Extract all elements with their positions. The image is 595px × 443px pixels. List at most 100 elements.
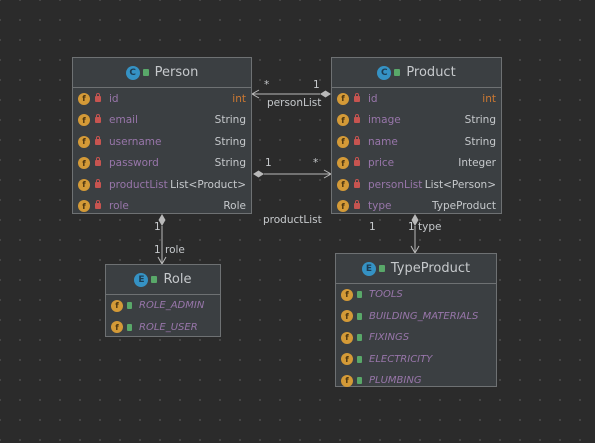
- public-static-icon: [357, 312, 362, 320]
- private-lock-icon: [354, 92, 360, 102]
- type-label: type: [418, 221, 442, 233]
- field-type: String: [214, 135, 246, 148]
- field-name: email: [109, 114, 138, 127]
- field-name: id: [109, 92, 119, 105]
- constant-name: TOOLS: [369, 289, 403, 301]
- enum-icon: E: [134, 272, 149, 287]
- field-icon: f: [337, 200, 349, 213]
- product-field-row: f personList List<Person>: [332, 174, 501, 196]
- person-class-node[interactable]: C Person f id int f email String f usern…: [72, 57, 252, 214]
- product-field-row: f type TypeProduct: [332, 196, 501, 218]
- field-type: String: [464, 135, 496, 148]
- constant-icon: f: [341, 288, 353, 301]
- constant-name: ROLE_USER: [139, 321, 198, 333]
- product-class-title: Product: [406, 65, 456, 80]
- type-source-mult: 1: [369, 221, 376, 233]
- person-field-row: f role Role: [73, 196, 251, 218]
- class-icon: C: [125, 65, 140, 80]
- constant-icon: f: [341, 353, 353, 366]
- type-product-constant-row: f PLUMBING: [336, 370, 496, 392]
- field-icon: f: [337, 135, 349, 148]
- public-static-icon: [357, 377, 362, 385]
- constant-icon: f: [341, 374, 353, 387]
- field-type: List<Product>: [170, 178, 246, 191]
- field-icon: f: [78, 157, 90, 170]
- type-product-enum-title: TypeProduct: [390, 261, 471, 276]
- field-name: password: [109, 157, 159, 170]
- person-list-source-mult: 1: [313, 79, 320, 91]
- product-field-row: f name String: [332, 131, 501, 153]
- field-icon: f: [78, 135, 90, 148]
- field-icon: f: [337, 114, 349, 127]
- field-icon: f: [337, 92, 349, 105]
- public-static-icon: [357, 291, 362, 299]
- person-field-row: f password String: [73, 153, 251, 175]
- field-icon: f: [337, 157, 349, 170]
- field-icon: f: [78, 178, 90, 191]
- public-static-icon: [357, 355, 362, 363]
- role-target-mult: 1: [154, 244, 161, 256]
- field-type: String: [214, 114, 246, 127]
- field-icon: f: [78, 92, 90, 105]
- type-product-enum-node[interactable]: E TypeProduct f TOOLS f BUILDING_MATERIA…: [335, 253, 497, 387]
- public-access-icon: [378, 265, 385, 272]
- product-field-row: f price Integer: [332, 153, 501, 175]
- field-icon: f: [78, 200, 90, 213]
- edge-product-list-diamond: [253, 170, 264, 178]
- field-icon: f: [78, 114, 90, 127]
- person-field-row: f email String: [73, 110, 251, 132]
- public-access-icon: [142, 69, 149, 76]
- product-list-label: productList: [263, 214, 322, 226]
- role-enum-title: Role: [163, 272, 192, 287]
- private-lock-icon: [95, 178, 101, 188]
- product-class-node[interactable]: C Product f id int f image String f name…: [331, 57, 502, 214]
- public-static-icon: [127, 323, 132, 331]
- private-lock-icon: [95, 200, 101, 210]
- class-icon: C: [377, 65, 392, 80]
- public-access-icon: [151, 276, 158, 283]
- field-name: username: [109, 135, 162, 148]
- enum-icon: E: [361, 261, 376, 276]
- public-static-icon: [127, 302, 132, 310]
- field-name: role: [109, 200, 129, 213]
- person-field-row: f productList List<Product>: [73, 174, 251, 196]
- constant-name: ELECTRICITY: [369, 353, 433, 365]
- product-list-source-mult: 1: [265, 157, 272, 169]
- type-product-enum-header: E TypeProduct: [336, 254, 496, 284]
- role-label: role: [165, 244, 185, 256]
- person-class-header: C Person: [73, 58, 251, 88]
- type-product-constant-row: f TOOLS: [336, 284, 496, 306]
- person-field-row: f username String: [73, 131, 251, 153]
- person-field-row: f id int: [73, 88, 251, 110]
- constant-name: BUILDING_MATERIALS: [369, 310, 479, 322]
- role-source-mult: 1: [154, 221, 161, 233]
- field-type: String: [464, 114, 496, 127]
- public-access-icon: [394, 69, 401, 76]
- type-target-mult: 1: [408, 221, 415, 233]
- type-product-constant-row: f BUILDING_MATERIALS: [336, 306, 496, 328]
- constant-name: FIXINGS: [369, 332, 410, 344]
- public-static-icon: [357, 334, 362, 342]
- field-name: price: [368, 157, 395, 170]
- person-list-target-mult: *: [264, 79, 270, 91]
- constant-icon: f: [111, 321, 123, 334]
- role-enum-node[interactable]: E Role f ROLE_ADMIN f ROLE_USER: [105, 264, 221, 337]
- field-type: String: [214, 157, 246, 170]
- private-lock-icon: [95, 114, 101, 124]
- field-type: Role: [223, 200, 246, 213]
- product-field-row: f image String: [332, 110, 501, 132]
- field-name: image: [368, 114, 401, 127]
- field-name: type: [368, 200, 392, 213]
- field-name: id: [368, 92, 378, 105]
- private-lock-icon: [354, 157, 360, 167]
- private-lock-icon: [95, 135, 101, 145]
- constant-icon: f: [111, 299, 123, 312]
- field-type: TypeProduct: [432, 200, 496, 213]
- field-name: personList: [368, 178, 423, 191]
- private-lock-icon: [354, 200, 360, 210]
- edge-person-list-diamond: [320, 90, 331, 98]
- field-type: Integer: [458, 157, 496, 170]
- private-lock-icon: [95, 92, 101, 102]
- edge-type-diamond: [411, 214, 419, 226]
- field-type: int: [482, 92, 496, 105]
